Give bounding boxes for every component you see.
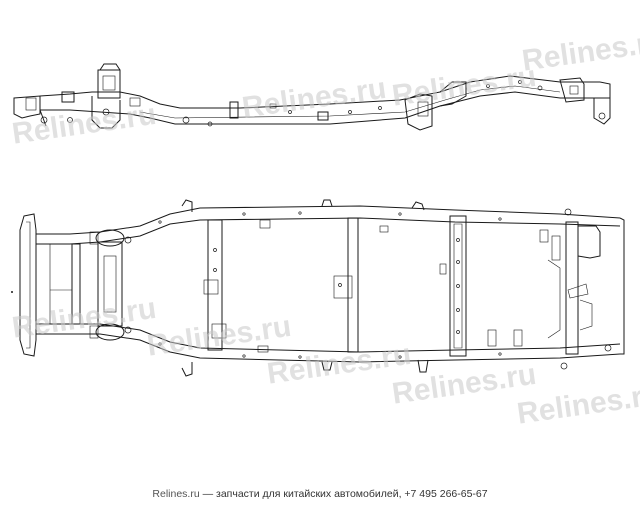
frame-side-view	[13, 63, 611, 131]
frame-top-view	[11, 199, 625, 377]
footer-site[interactable]: Relines.ru	[152, 488, 200, 500]
footer: Relines.ru — запчасти для китайских авто…	[0, 488, 640, 500]
footer-text: — запчасти для китайских автомобилей, +7…	[199, 488, 488, 500]
